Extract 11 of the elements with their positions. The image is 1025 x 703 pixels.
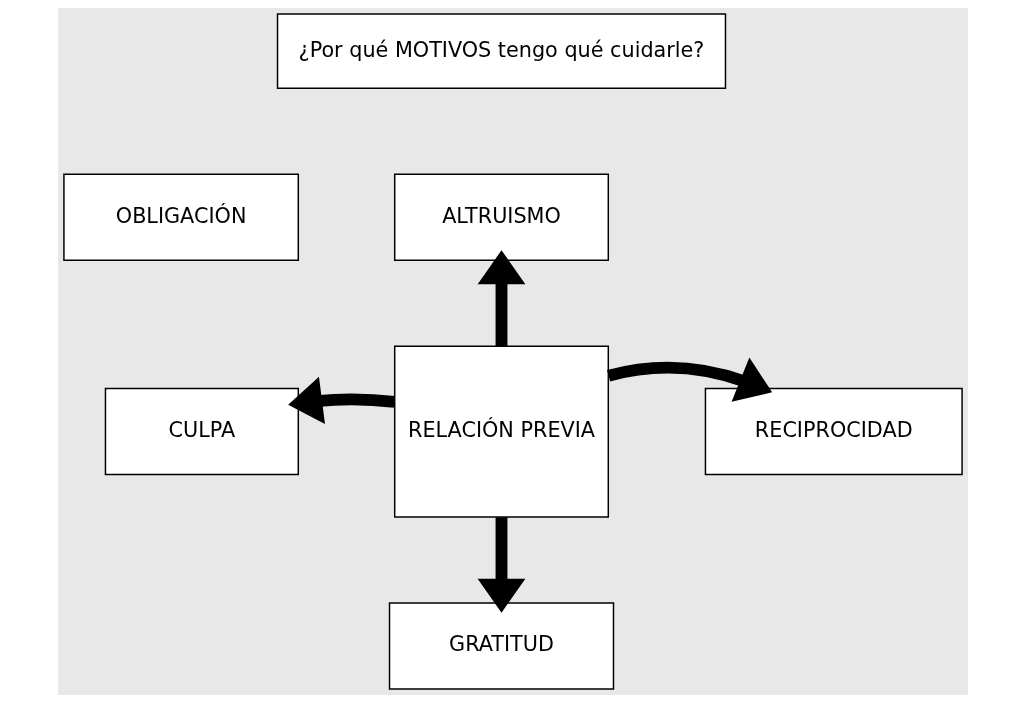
node-box: RELACIÓN PREVIA [393, 345, 609, 518]
node-box: GRATITUD [388, 602, 614, 690]
node-box: RECIPROCIDAD [704, 387, 963, 476]
arrow [606, 357, 772, 402]
arrow [477, 250, 525, 347]
node-box: OBLIGACIÓN [62, 173, 299, 261]
node-box: CULPA [104, 387, 299, 476]
arrow [477, 517, 525, 613]
node-box: ALTRUISMO [393, 173, 609, 261]
arrow [287, 376, 395, 425]
node-box: ¿Por qué MOTIVOS tengo qué cuidarle? [276, 13, 726, 89]
